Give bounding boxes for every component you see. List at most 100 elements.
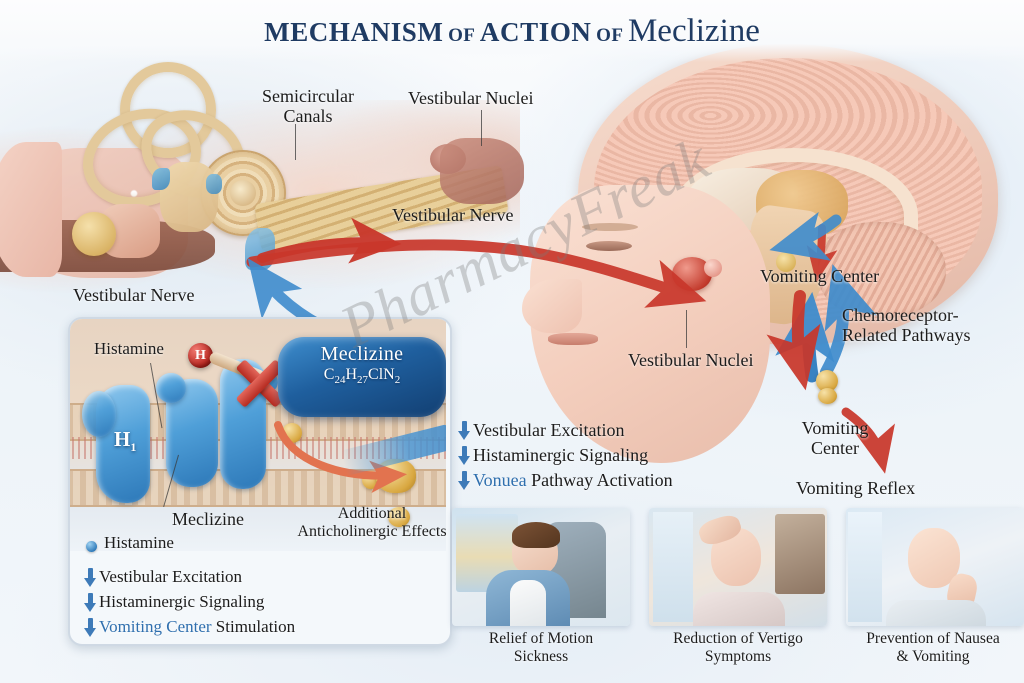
caption-line1: Relief of Motion — [488, 630, 594, 647]
label-semicircular-canals-line1: Semicircular — [262, 86, 354, 106]
auricle-outline — [0, 142, 62, 277]
photo-nausea-prevention — [846, 508, 1024, 626]
background-passengers — [775, 514, 825, 594]
histamine-legend-dot-icon — [86, 541, 97, 552]
label-vomiting-center-lower-line1: Vomiting — [801, 418, 869, 438]
label-histamine-legend: Histamine — [104, 533, 174, 552]
bus-window — [653, 512, 693, 622]
down-arrow-icon — [456, 445, 473, 467]
vomiting-center-node-lower-2 — [818, 388, 837, 404]
h1-receptor-letter: H — [114, 427, 131, 451]
label-chemoreceptor-pathways: Chemoreceptor- Related Pathways — [842, 305, 970, 345]
leader-vestibular-nuclei-ear — [481, 110, 483, 146]
receptor-mechanism-inset-panel: H1 H Meclizine C24H27ClN2 — [68, 317, 452, 646]
title-part-drug: Meclizine — [627, 12, 760, 49]
vestibular-nuclei-node-highlight — [704, 259, 722, 277]
h1-receptor-label: H1 — [114, 427, 136, 455]
man-undershirt — [510, 580, 546, 626]
label-anticholinergic-effects: Additional Anticholinergic Effects — [292, 505, 450, 541]
leader-vestibular-nuclei-face — [686, 310, 688, 348]
label-chemoreceptor-line2: Related Pathways — [842, 325, 971, 346]
title-part-of-2: OF — [596, 24, 624, 46]
title-bar: MECHANISM OF ACTION OF Meclizine — [0, 0, 1024, 62]
label-vomiting-center-lower-line2: Center — [811, 438, 859, 459]
h1-receptor-subscript: 1 — [130, 440, 137, 455]
caption-line1: Prevention of Nausea — [866, 630, 1000, 647]
effect-text: Stimulation — [211, 617, 296, 636]
nerve-blue-sheath — [245, 228, 275, 270]
label-meclizine-inset: Meclizine — [172, 509, 244, 529]
label-semicircular-canals-line2: Canals — [283, 106, 333, 127]
effect-text: Histaminergic Signaling — [473, 445, 649, 465]
effect-text: Vestibular Excitation — [473, 420, 625, 440]
page-title: MECHANISM OF ACTION OF Meclizine — [264, 13, 760, 50]
photo-vertigo — [649, 508, 827, 626]
effect-text-highlight: Vomiting Center — [99, 617, 212, 636]
list-item: Vonuea Pathway Activation — [456, 470, 673, 492]
nose — [522, 279, 582, 333]
label-semicircular-canals: Semicircular Canals — [233, 86, 383, 126]
inner-ear-illustration — [0, 52, 524, 310]
h1-receptor-lobe — [82, 391, 116, 437]
cochlea-core — [230, 180, 256, 206]
effect-text: Vestibular Excitation — [99, 567, 243, 586]
face-profile-illustration — [520, 175, 820, 475]
down-arrow-icon — [82, 592, 99, 614]
down-arrow-icon — [82, 567, 99, 589]
ampulla-blue-marker-1 — [152, 168, 170, 190]
label-histamine-inset: Histamine — [94, 339, 164, 358]
acetylcholine-vesicle-3 — [388, 507, 410, 527]
list-item: Histaminergic Signaling — [456, 445, 673, 467]
caption-nausea: Prevention of Nausea & Vomiting — [842, 630, 1024, 667]
effect-text: Pathway Activation — [526, 470, 673, 490]
histamine-molecule-icon: H — [188, 343, 213, 368]
effect-text: Histaminergic Signaling — [99, 592, 265, 611]
effect-text-highlight: Vonuea — [473, 470, 527, 490]
caption-line1: Reduction of Vertigo — [673, 630, 803, 647]
histamine-letter: H — [195, 347, 206, 363]
anticholinergic-arrow — [274, 421, 408, 493]
down-arrow-icon — [456, 470, 473, 492]
label-vestibular-nerve-right: Vestibular Nerve — [392, 205, 514, 225]
label-vestibular-nuclei-ear: Vestibular Nuclei — [408, 88, 534, 108]
blonde-top — [886, 600, 986, 626]
tympanic-membrane — [72, 212, 116, 256]
woman-top — [693, 592, 785, 626]
meclizine-formula: C24H27ClN2 — [323, 366, 401, 387]
list-item: Vestibular Excitation — [456, 420, 673, 442]
outcome-photo-row: Relief of Motion Sickness Reduction of V… — [452, 508, 1024, 683]
lips — [548, 333, 598, 345]
meclizine-pill: Meclizine C24H27ClN2 — [278, 337, 446, 417]
photo-motion-sickness — [452, 508, 630, 626]
down-arrow-icon — [82, 617, 99, 639]
label-vomiting-reflex: Vomiting Reflex — [796, 478, 916, 498]
label-vomiting-center-upper: Vomiting Center — [760, 266, 880, 286]
ampulla-blue-marker-2 — [206, 174, 222, 194]
leader-semicircular-canals — [295, 124, 297, 160]
label-chemoreceptor-line1: Chemoreceptor- — [842, 305, 959, 325]
room-window — [848, 512, 882, 622]
title-part-of-1: OF — [448, 24, 476, 46]
label-anticholinergic-line2: Anticholinergic Effects — [297, 522, 447, 540]
cell-membrane-scene: H1 H Meclizine C24H27ClN2 — [70, 319, 446, 551]
list-item: Vestibular Excitation — [82, 567, 295, 589]
caption-motion-sickness: Relief of Motion Sickness — [450, 630, 632, 667]
label-vomiting-center-lower: Vomiting Center — [780, 418, 890, 458]
title-part-mechanism: MECHANISM — [264, 16, 444, 47]
man-hair — [512, 522, 560, 548]
list-item: Histaminergic Signaling — [82, 592, 295, 614]
central-effects-list: Vestibular Excitation Histaminergic Sign… — [456, 420, 673, 495]
closed-eye — [586, 241, 632, 251]
label-anticholinergic-line1: Additional — [337, 505, 407, 522]
caption-line2: & Vomiting — [896, 648, 970, 666]
caption-line2: Sickness — [513, 648, 569, 666]
title-part-action: ACTION — [479, 16, 592, 47]
caption-vertigo: Reduction of Vertigo Symptoms — [647, 630, 829, 667]
list-item: Vomiting Center Stimulation — [82, 617, 295, 639]
label-vestibular-nerve-left: Vestibular Nerve — [73, 285, 195, 305]
vestibular-nuclei-region — [440, 138, 524, 204]
down-arrow-icon — [456, 420, 473, 442]
caption-line2: Symptoms — [704, 648, 772, 666]
inset-effects-list: Vestibular Excitation Histaminergic Sign… — [82, 567, 295, 642]
